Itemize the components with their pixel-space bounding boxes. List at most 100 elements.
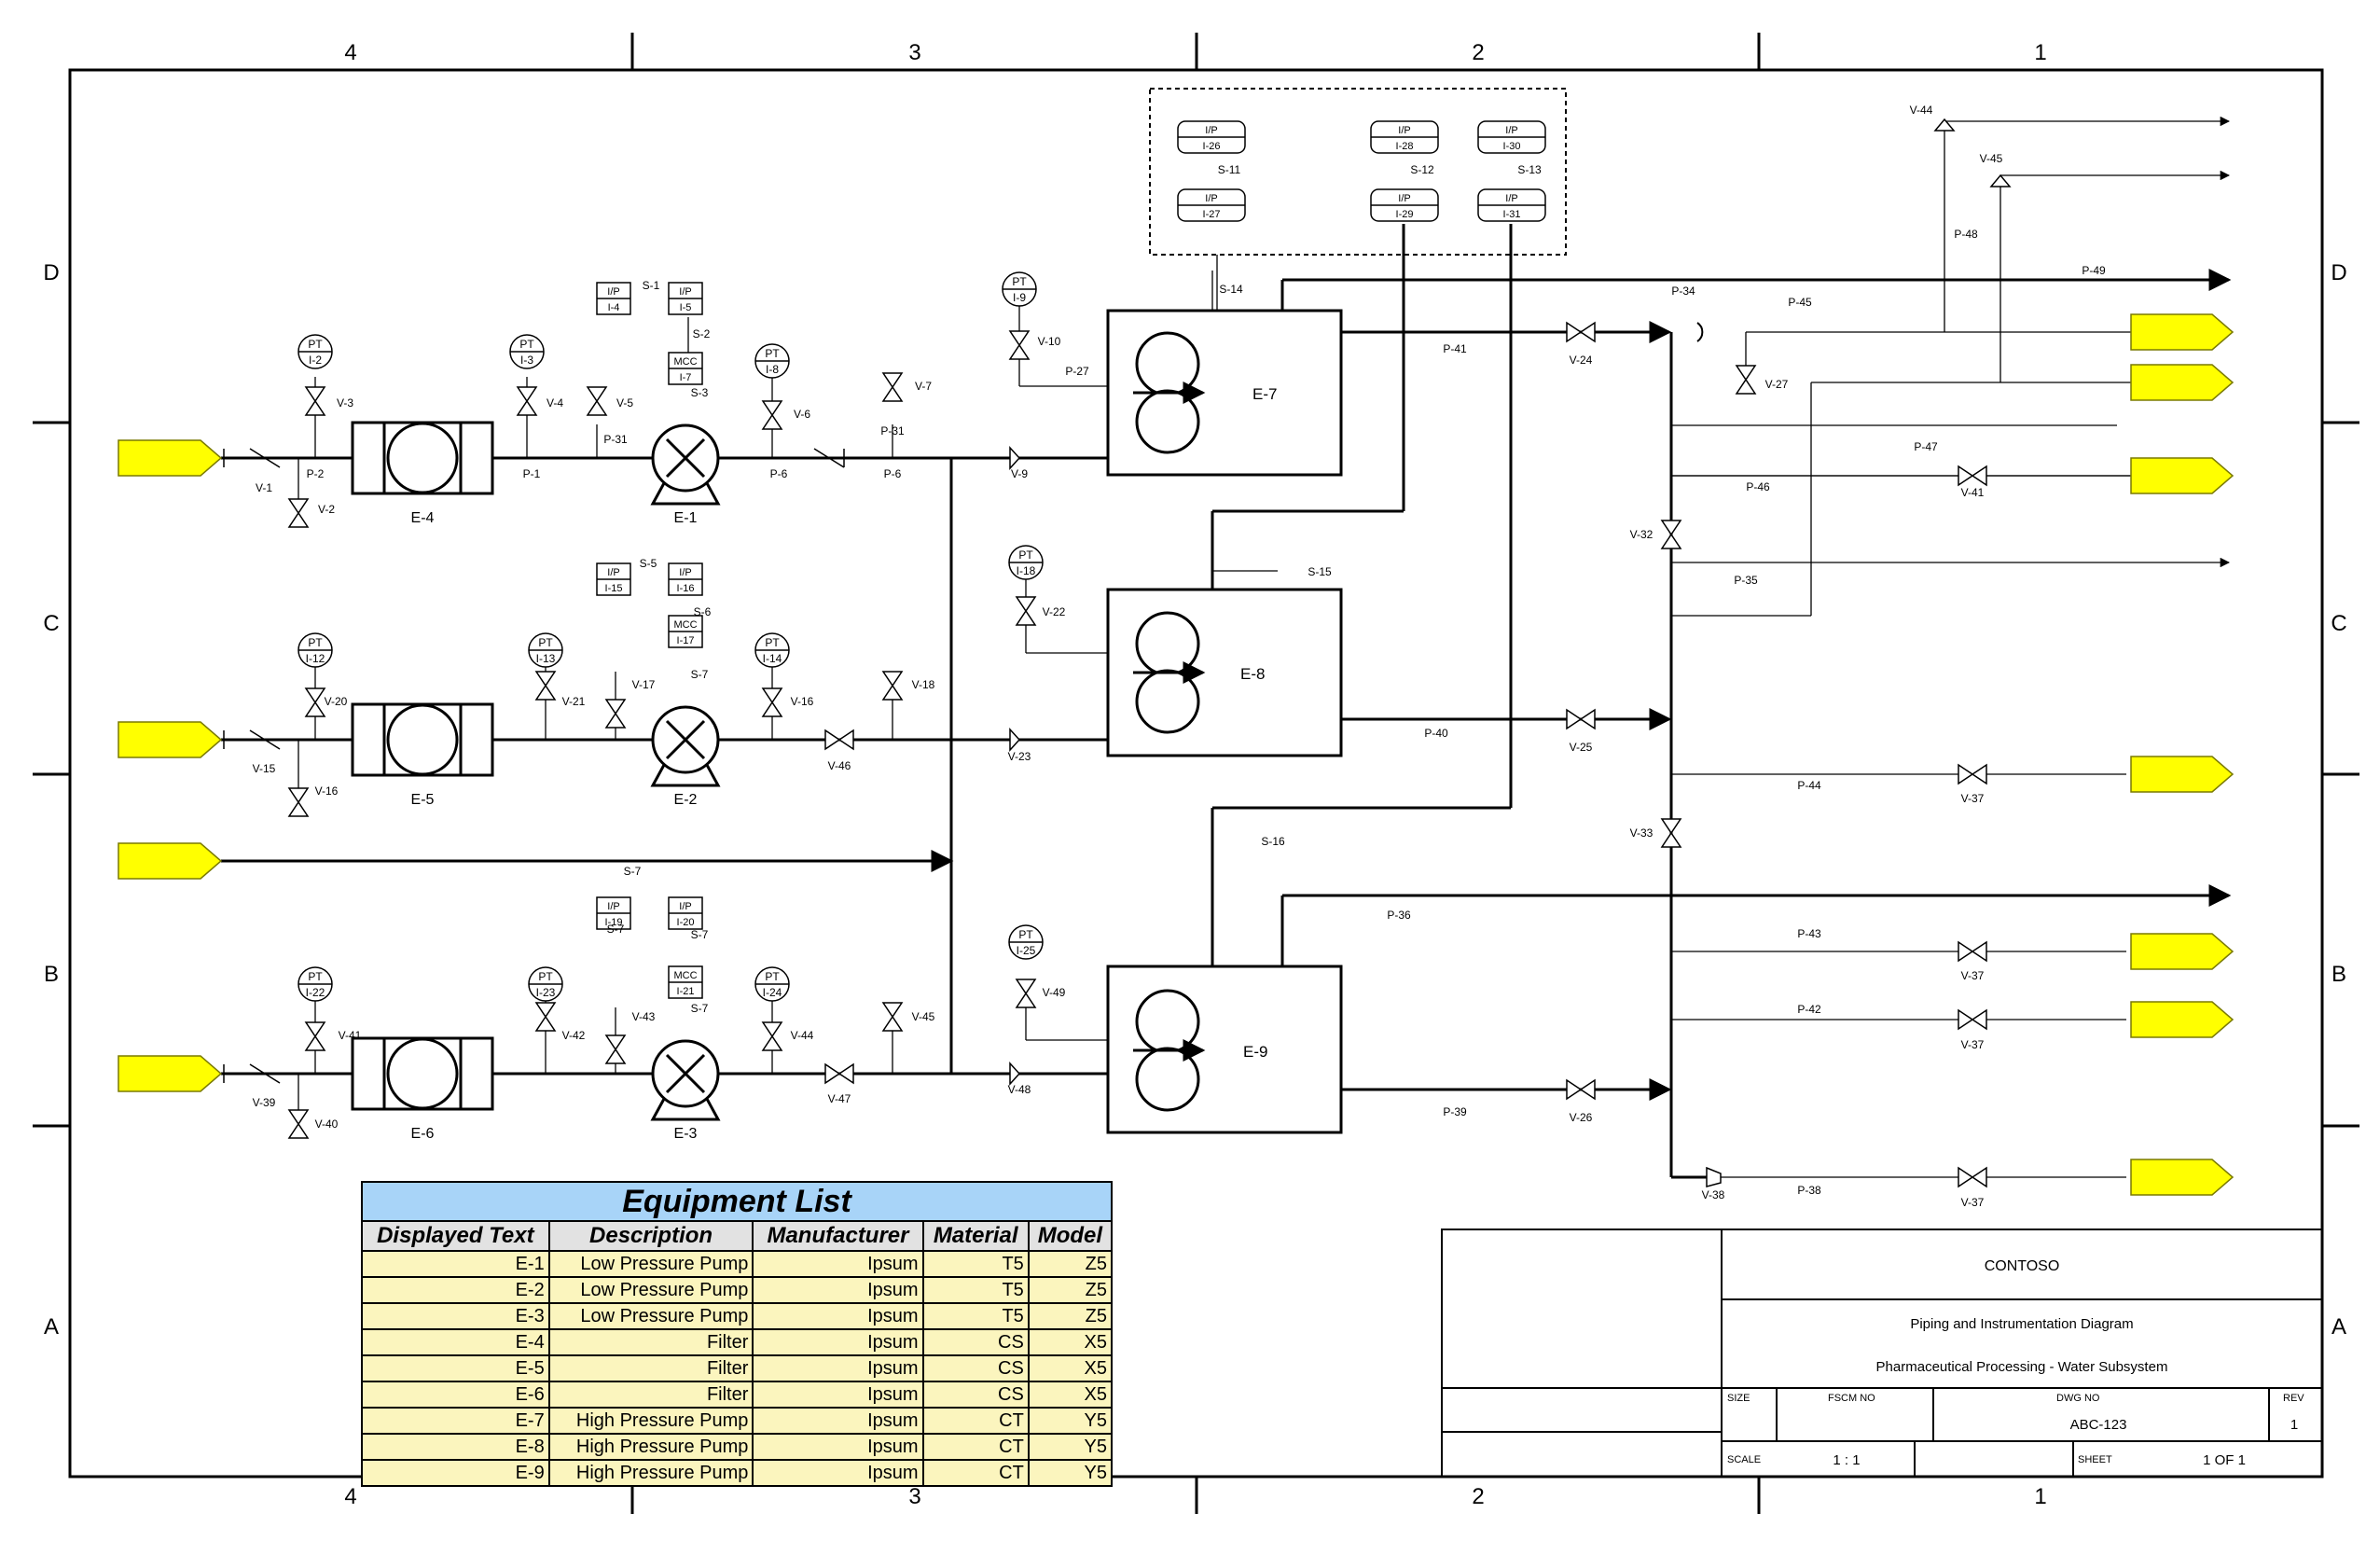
- svg-text:I-14: I-14: [763, 652, 782, 665]
- drawing-title: Piping and Instrumentation Diagram: [1910, 1316, 2133, 1332]
- row-label-right-c: C: [2331, 611, 2346, 636]
- svg-text:I-7: I-7: [680, 372, 692, 383]
- instrument-i18: PTI-18: [1008, 545, 1044, 580]
- table-cell: E-5: [361, 1354, 550, 1382]
- table-cell: E-1: [361, 1250, 550, 1278]
- table-cell: E-9: [361, 1459, 550, 1487]
- label-e4: E-4: [411, 510, 435, 526]
- label-v37a: V-37: [1961, 792, 1985, 805]
- svg-text:I-22: I-22: [306, 986, 325, 999]
- svg-text:I-2: I-2: [309, 354, 322, 367]
- svg-text:PT: PT: [308, 970, 323, 983]
- label-v41a: V-41: [339, 1029, 362, 1042]
- table-cell: X5: [1027, 1354, 1114, 1382]
- label-v39: V-39: [253, 1096, 276, 1109]
- table-cell: Z5: [1027, 1276, 1114, 1304]
- process-lines: [221, 269, 2232, 1179]
- company-name: CONTOSO: [1985, 1258, 2060, 1274]
- label-p38: P-38: [1797, 1184, 1821, 1197]
- svg-text:I-23: I-23: [536, 986, 556, 999]
- col-label-bottom-2: 2: [1472, 1484, 1484, 1509]
- col-manufacturer: Manufacturer: [752, 1220, 924, 1252]
- svg-text:PT: PT: [1018, 548, 1033, 562]
- label-p44: P-44: [1797, 779, 1821, 792]
- table-cell: Low Pressure Pump: [547, 1250, 754, 1278]
- table-cell: High Pressure Pump: [547, 1433, 754, 1461]
- table-cell: E-6: [361, 1381, 550, 1409]
- title-block-text: CONTOSO Piping and Instrumentation Diagr…: [1727, 1258, 2304, 1468]
- table-cell: T5: [921, 1302, 1030, 1330]
- filter-e6: E-6: [351, 1036, 494, 1142]
- label-v9: V-9: [1011, 467, 1028, 480]
- label-s14: S-14: [1219, 283, 1243, 296]
- pump-e9: E-9: [1106, 965, 1343, 1134]
- instrument-i26: I/PI-26: [1177, 120, 1246, 154]
- scale-value: 1 : 1: [1833, 1452, 1860, 1468]
- label-p34: P-34: [1671, 285, 1695, 298]
- connector-out-2: [2130, 364, 2235, 401]
- label-v47: V-47: [828, 1092, 851, 1105]
- table-cell: CT: [921, 1459, 1030, 1487]
- table-cell: High Pressure Pump: [547, 1459, 754, 1487]
- table-cell: Ipsum: [752, 1250, 924, 1278]
- row-label-right-d: D: [2331, 260, 2346, 285]
- table-cell: Ipsum: [752, 1302, 924, 1330]
- svg-text:I-25: I-25: [1017, 944, 1036, 957]
- label-e6: E-6: [411, 1126, 435, 1142]
- label-s7e: S-7: [607, 923, 625, 936]
- connector-out-3: [2130, 457, 2235, 494]
- equipment-list-title: Equipment List: [361, 1181, 1113, 1222]
- table-cell: Y5: [1027, 1459, 1114, 1487]
- label-e1: E-1: [674, 510, 698, 526]
- table-cell: E-2: [361, 1276, 550, 1304]
- label-v21: V-21: [562, 695, 586, 708]
- table-cell: X5: [1027, 1381, 1114, 1409]
- svg-text:I-17: I-17: [677, 635, 695, 646]
- connector-out-6: [2130, 1001, 2235, 1038]
- instrument-i31: I/PI-31: [1477, 188, 1546, 222]
- svg-text:PT: PT: [765, 636, 780, 649]
- pump-e3: E-3: [650, 1039, 721, 1142]
- svg-text:MCC: MCC: [673, 356, 697, 368]
- label-v16b: V-16: [791, 695, 814, 708]
- instrument-i27: I/PI-27: [1177, 188, 1246, 222]
- label-p42: P-42: [1797, 1003, 1821, 1016]
- label-v37c: V-37: [1961, 1038, 1985, 1051]
- row-label-left-c: C: [43, 611, 59, 636]
- col-description: Description: [547, 1220, 754, 1252]
- title-block: [1441, 1229, 2323, 1478]
- label-v40: V-40: [315, 1118, 339, 1131]
- label-e3: E-3: [674, 1126, 698, 1142]
- table-cell: Y5: [1027, 1407, 1114, 1435]
- label-v17: V-17: [632, 678, 656, 691]
- label-p41: P-41: [1443, 342, 1467, 355]
- label-s15: S-15: [1308, 565, 1332, 578]
- svg-text:PT: PT: [765, 970, 780, 983]
- label-v43: V-43: [632, 1010, 656, 1023]
- instrument-i22: PT I-22: [298, 966, 333, 1002]
- col-displayed-text: Displayed Text: [361, 1220, 550, 1252]
- label-v6: V-6: [794, 408, 810, 421]
- label-p45: P-45: [1788, 296, 1812, 309]
- label-v23: V-23: [1008, 750, 1031, 763]
- table-cell: Ipsum: [752, 1407, 924, 1435]
- label-p39: P-39: [1443, 1105, 1467, 1118]
- svg-text:I-31: I-31: [1503, 209, 1521, 220]
- label-v16a: V-16: [315, 784, 339, 798]
- svg-text:PT: PT: [519, 338, 534, 351]
- label-v24: V-24: [1570, 354, 1593, 367]
- table-cell: T5: [921, 1276, 1030, 1304]
- instrument-i15: I/PI-15: [596, 562, 631, 596]
- svg-text:I/P: I/P: [1398, 193, 1410, 204]
- svg-text:I/P: I/P: [679, 567, 691, 578]
- svg-text:I/P: I/P: [1205, 193, 1217, 204]
- instrument-i13: PTI-13: [528, 632, 563, 668]
- svg-text:I/P: I/P: [1205, 125, 1217, 136]
- svg-text:I-29: I-29: [1396, 209, 1414, 220]
